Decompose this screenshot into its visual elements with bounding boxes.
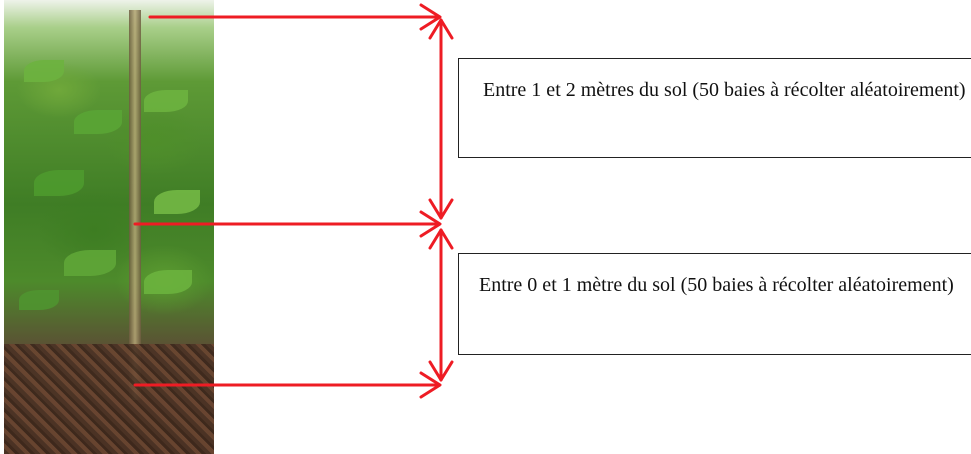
coffee-plant-photo: [4, 0, 214, 454]
leaf: [19, 290, 59, 310]
leaf: [144, 90, 188, 112]
lower-height-arrowhead-bottom: [428, 360, 454, 382]
upper-height-arrowhead-top: [428, 18, 454, 40]
leaf: [34, 170, 84, 196]
leaf: [24, 60, 64, 82]
leaf: [74, 110, 122, 134]
middle-level-arrowhead: [419, 210, 442, 238]
upper-zone-label: Entre 1 et 2 mètres du sol (50 baies à r…: [458, 58, 971, 158]
leaf: [144, 270, 192, 294]
soil: [4, 344, 214, 454]
top-level-arrowhead: [419, 3, 442, 31]
leaf: [154, 190, 200, 214]
leaf: [64, 250, 116, 276]
lower-zone-text: Entre 0 et 1 mètre du sol (50 baies à ré…: [479, 274, 954, 296]
upper-height-arrowhead-bottom: [428, 198, 454, 220]
plant-trunk: [129, 10, 141, 400]
lower-height-arrowhead-top: [428, 228, 454, 250]
bottom-level-arrowhead: [419, 371, 442, 399]
upper-zone-text: Entre 1 et 2 mètres du sol (50 baies à r…: [483, 79, 966, 101]
lower-zone-label: Entre 0 et 1 mètre du sol (50 baies à ré…: [458, 253, 971, 355]
